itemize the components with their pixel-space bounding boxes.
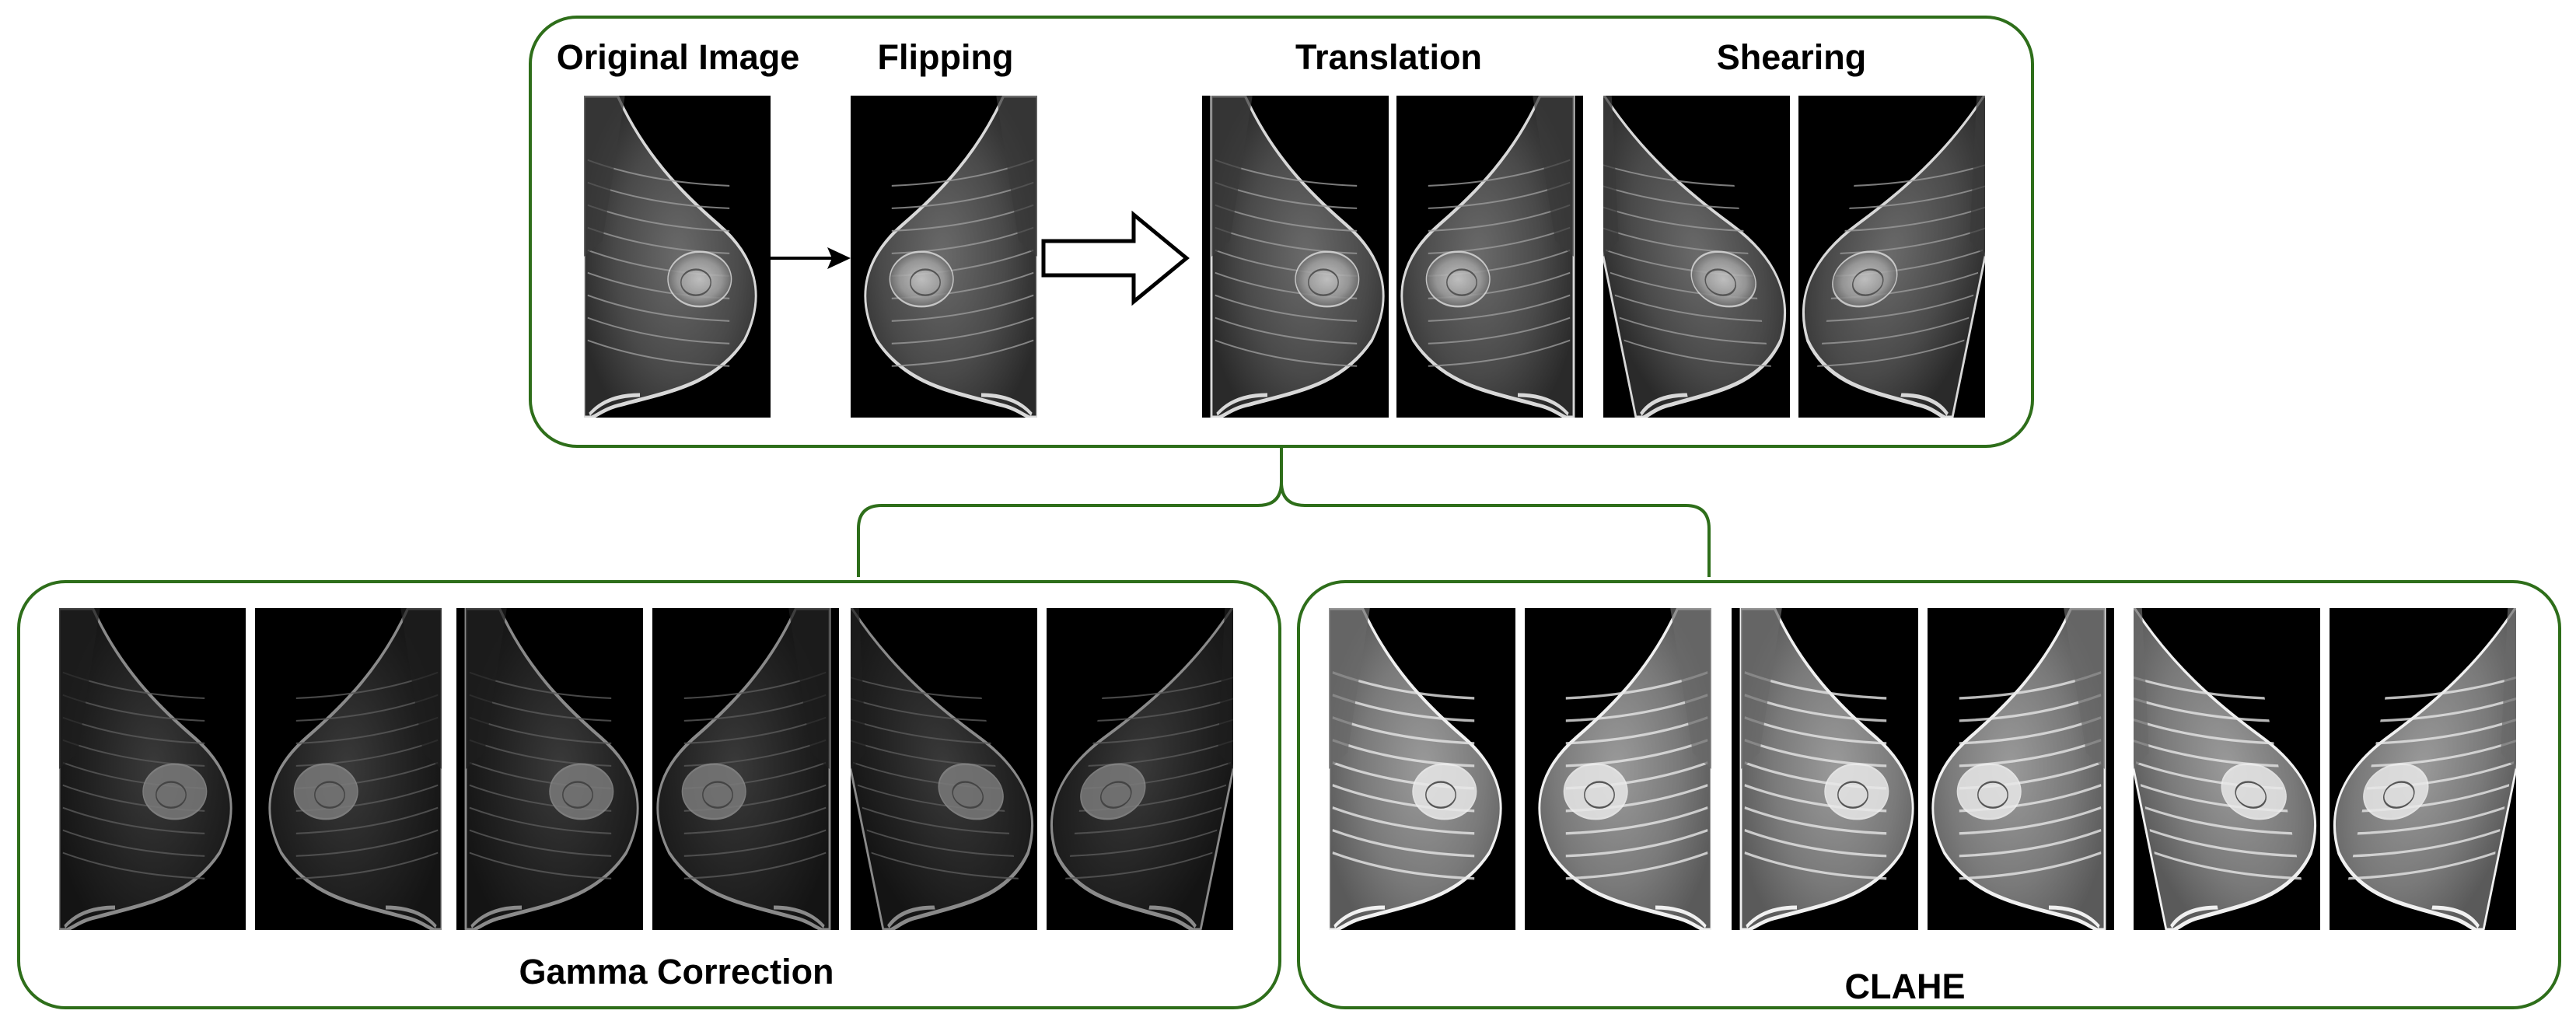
mammogram-image — [1603, 96, 1790, 418]
connector-to-gamma — [857, 446, 1283, 577]
mammogram-image — [255, 608, 442, 930]
mammogram-image — [1047, 608, 1233, 930]
frame-clahe — [1297, 580, 2561, 1009]
label-original-image: Original Image — [556, 37, 800, 77]
mammogram-image — [2134, 608, 2320, 930]
label-flipping: Flipping — [877, 37, 1014, 77]
connector-to-clahe — [1280, 446, 1711, 577]
mammogram-image — [1732, 608, 1918, 930]
mammogram-image — [851, 608, 1037, 930]
label-gamma-correction: Gamma Correction — [519, 952, 834, 991]
label-clahe: CLAHE — [1844, 967, 1966, 1006]
flipped-to-augmentations-arrow — [1041, 210, 1190, 306]
mammogram-image — [1928, 608, 2114, 930]
label-shearing: Shearing — [1716, 37, 1867, 77]
mammogram-image — [1798, 96, 1985, 418]
mammogram-image — [1329, 608, 1515, 930]
mammogram-image — [1525, 608, 1711, 930]
frame-gamma-correction — [17, 580, 1281, 1009]
mammogram-image — [2330, 608, 2516, 930]
mammogram-image — [652, 608, 839, 930]
mammogram-image — [456, 608, 643, 930]
mammogram-image — [584, 96, 771, 418]
mammogram-image — [851, 96, 1037, 418]
mammogram-image — [59, 608, 246, 930]
original-to-flipped-arrow — [771, 247, 851, 269]
mammogram-image — [1396, 96, 1583, 418]
label-translation: Translation — [1295, 37, 1483, 77]
mammogram-image — [1202, 96, 1389, 418]
